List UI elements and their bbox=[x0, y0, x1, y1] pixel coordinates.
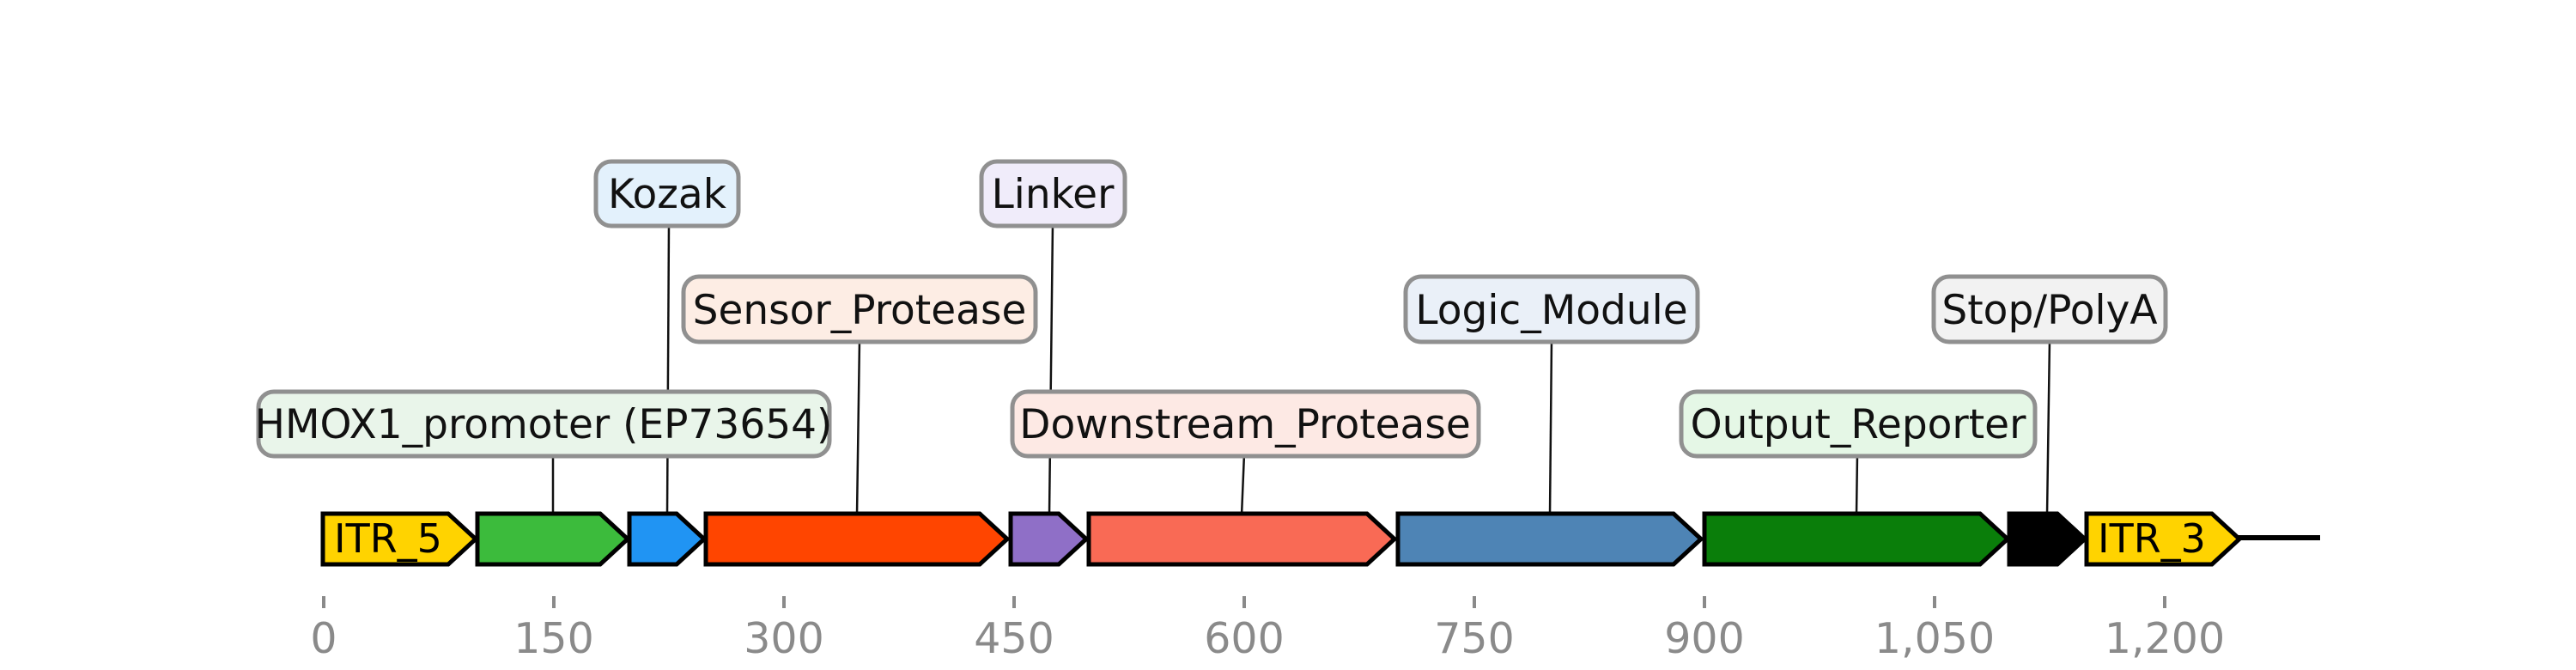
output-reporter-label-text: Output_Reporter bbox=[1691, 401, 2026, 448]
itr3-inline-label: ITR_3 bbox=[2098, 515, 2206, 562]
feature-arrow-linker bbox=[1008, 511, 1090, 567]
callout-lines bbox=[551, 222, 2051, 516]
callout-line-kozak bbox=[665, 222, 671, 516]
kozak-label-text: Kozak bbox=[608, 171, 727, 218]
itr5-inline-label: ITR_5 bbox=[334, 515, 442, 562]
axis-label-450: 450 bbox=[974, 614, 1054, 663]
axis-label-0: 0 bbox=[310, 614, 337, 663]
callout-label-downstream-protease: Downstream_Protease bbox=[1010, 389, 1481, 459]
output-reporter-label-box bbox=[1679, 389, 2038, 459]
hmox1-promoter-label-box bbox=[256, 389, 832, 459]
callout-line-linker bbox=[1048, 222, 1054, 516]
axis-label-150: 150 bbox=[513, 614, 594, 663]
axis-label-750: 750 bbox=[1434, 614, 1515, 663]
hmox1-promoter-label-text: HMOX1_promoter (EP73654) bbox=[255, 401, 833, 448]
feature-arrows: ITR_5 ITR_3 bbox=[320, 511, 2243, 567]
stop-polya-label-box bbox=[1931, 274, 2168, 344]
sensor-protease-label-box bbox=[681, 274, 1038, 344]
downstream-protease-label-text: Downstream_Protease bbox=[1019, 401, 1471, 448]
axis-label-1050: 1,050 bbox=[1874, 614, 1995, 663]
callout-label-stop-polya: Stop/PolyA bbox=[1931, 274, 2168, 344]
sensor-protease-label-text: Sensor_Protease bbox=[693, 287, 1027, 334]
sequence-axis: 0 150 300 450 600 750 900 1,050 1,200 bbox=[310, 596, 2225, 663]
callout-label-output-reporter: Output_Reporter bbox=[1679, 389, 2038, 459]
axis-label-1200: 1,200 bbox=[2105, 614, 2225, 663]
feature-arrow-itr5 bbox=[320, 511, 479, 567]
callout-line-stop-polya bbox=[2045, 338, 2051, 516]
callout-line-downstream-protease bbox=[1240, 453, 1246, 516]
feature-arrow-downstream-protease bbox=[1086, 511, 1398, 567]
callout-labels: Kozak Linker Sensor_Protease Logic_Modul… bbox=[255, 159, 2168, 459]
feature-arrow-output-reporter bbox=[1702, 511, 2011, 567]
callout-label-kozak: Kozak bbox=[593, 159, 741, 228]
kozak-label-box bbox=[593, 159, 741, 228]
callout-label-linker: Linker bbox=[979, 159, 1127, 228]
linker-label-box bbox=[979, 159, 1127, 228]
callout-line-output-reporter bbox=[1855, 453, 1859, 516]
feature-arrow-kozak bbox=[627, 511, 708, 567]
feature-arrow-stop-polya bbox=[2007, 511, 2088, 567]
feature-arrow-hmox1-promoter bbox=[475, 511, 631, 567]
feature-arrow-logic-module bbox=[1395, 511, 1704, 567]
axis-label-600: 600 bbox=[1204, 614, 1285, 663]
feature-arrow-itr3 bbox=[2084, 511, 2243, 567]
callout-label-logic-module: Logic_Module bbox=[1403, 274, 1700, 344]
downstream-protease-label-box bbox=[1010, 389, 1481, 459]
logic-module-label-text: Logic_Module bbox=[1415, 287, 1687, 334]
axis-label-900: 900 bbox=[1664, 614, 1745, 663]
callout-label-hmox1-promoter: HMOX1_promoter (EP73654) bbox=[255, 389, 833, 459]
stop-polya-label-text: Stop/PolyA bbox=[1941, 287, 2157, 334]
linker-label-text: Linker bbox=[992, 171, 1115, 218]
feature-arrow-sensor-protease bbox=[703, 511, 1011, 567]
axis-label-300: 300 bbox=[744, 614, 824, 663]
logic-module-label-box bbox=[1403, 274, 1700, 344]
callout-line-logic-module bbox=[1548, 338, 1553, 516]
callout-label-sensor-protease: Sensor_Protease bbox=[681, 274, 1038, 344]
callout-line-sensor-protease bbox=[855, 338, 861, 516]
